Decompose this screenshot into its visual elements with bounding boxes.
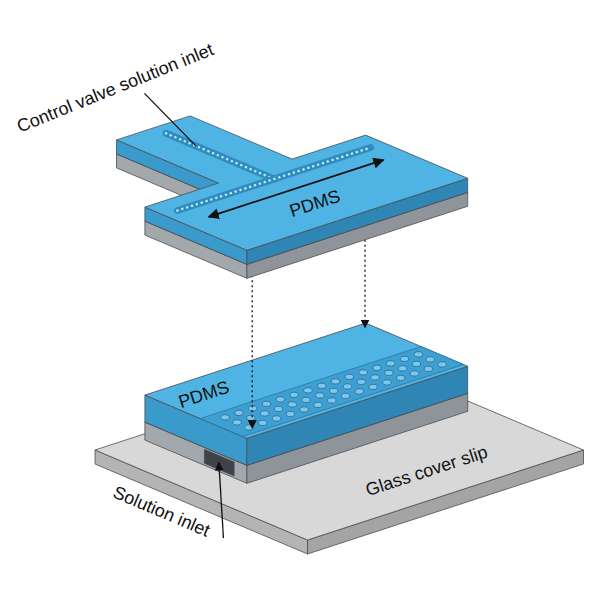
microwell [276,397,284,402]
fluid-channel [200,347,463,437]
microwell [410,371,418,376]
microwell [286,411,294,416]
microwell [290,392,298,397]
microwell [329,388,337,393]
microwell [373,365,381,370]
inlet-arrow [219,462,224,538]
microwell [233,420,241,425]
microwell [235,410,243,415]
microwell [302,397,310,402]
valve-channel [166,133,274,179]
microwell [412,361,420,366]
microwell [316,393,324,398]
microwell [343,384,351,389]
microwell [400,356,408,361]
microwell [345,374,353,379]
material-label: PDMS [176,376,232,412]
microwell [300,407,308,412]
microwell [438,362,446,367]
microwell [355,389,363,394]
microwell [247,415,255,420]
microwell [414,352,422,357]
microwell [262,401,270,406]
material-label: PDMS [287,186,343,222]
microwell [357,379,365,384]
assembly-arrow [252,270,253,428]
microwell [331,379,339,384]
callout-label: Solution inlet [110,482,213,542]
valve-channel-dots [166,133,274,179]
microwell [328,398,336,403]
microwell [221,415,229,420]
microwell [397,375,405,380]
microwell [274,406,282,411]
microwell [398,366,406,371]
microwell [288,402,296,407]
material-label: Glass cover slip [363,441,490,500]
microwell [383,380,391,385]
pdms-block-upper-top-face [145,323,468,438]
microwell [369,384,377,389]
microwell [260,411,268,416]
microwell [426,357,434,362]
microwell [259,420,267,425]
callout-label: Control valve solution inlet [14,39,217,137]
microwell [387,361,395,366]
leader-line [144,93,195,146]
control-layer-upper-top-face [117,116,468,250]
microwell [385,370,393,375]
microwell [359,370,367,375]
microwell [314,402,322,407]
microwell [304,388,312,393]
microwell [272,416,280,421]
microwell [424,366,432,371]
microwell [371,375,379,380]
microwell [341,393,349,398]
microwell [318,383,326,388]
